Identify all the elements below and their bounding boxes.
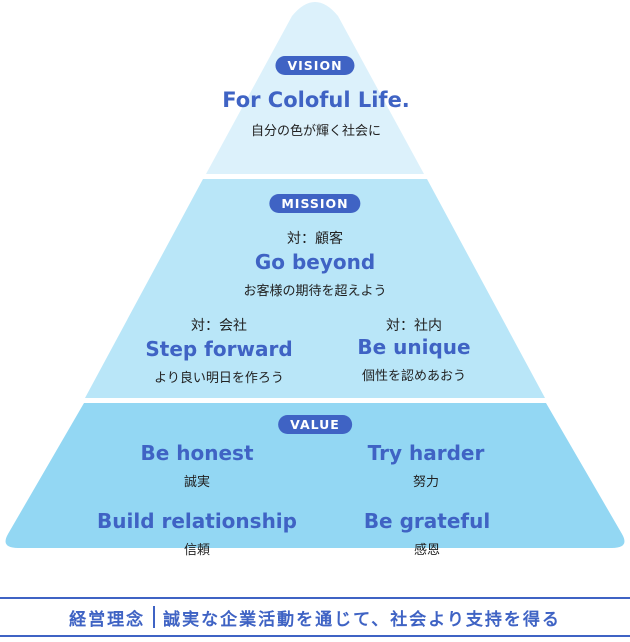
pyramid-tier-vision [206, 2, 424, 174]
philosophy-band: 経営理念 誠実な企業活動を通じて、社会より支持を得る [0, 597, 630, 637]
mission-main-subtitle: お客様の期待を超えよう [243, 284, 387, 299]
philosophy-divider [153, 606, 156, 628]
value-badge: VALUE [278, 415, 352, 434]
mission-left-title: Step forward [145, 337, 293, 361]
value-item-title: Be grateful [363, 509, 491, 533]
mission-badge: MISSION [269, 194, 361, 213]
pyramid-tier-mission [85, 179, 545, 398]
pyramid-tier-value [5, 403, 625, 548]
vision-subtitle: 自分の色が輝く社会に [250, 124, 382, 139]
value-item-subtitle: 誠実 [183, 475, 211, 490]
value-item-subtitle: 信頼 [183, 543, 211, 558]
value-item-title: Try harder [367, 441, 485, 465]
vision-title: For Coloful Life. [222, 88, 410, 112]
philosophy-text: 誠実な企業活動を通じて、社会より支持を得る [163, 609, 561, 630]
vision-badge: VISION [275, 56, 355, 75]
mission-main-target: 対：顧客 [287, 231, 343, 247]
value-item-title: Build relationship [97, 509, 297, 533]
value-item-subtitle: 感恩 [413, 543, 441, 558]
mission-left-subtitle: より良い明日を作ろう [154, 371, 284, 386]
mission-left-target: 対：会社 [191, 318, 247, 334]
value-item-subtitle: 努力 [412, 475, 440, 490]
mission-right-target: 対：社内 [386, 318, 442, 334]
philosophy-label: 経営理念 [69, 609, 146, 630]
mission-main-title: Go beyond [254, 250, 376, 274]
pyramid-diagram [5, 2, 625, 548]
mission-right-subtitle: 個性を認めあおう [361, 369, 467, 384]
value-item-title: Be honest [140, 441, 254, 465]
mission-right-title: Be unique [357, 335, 471, 359]
